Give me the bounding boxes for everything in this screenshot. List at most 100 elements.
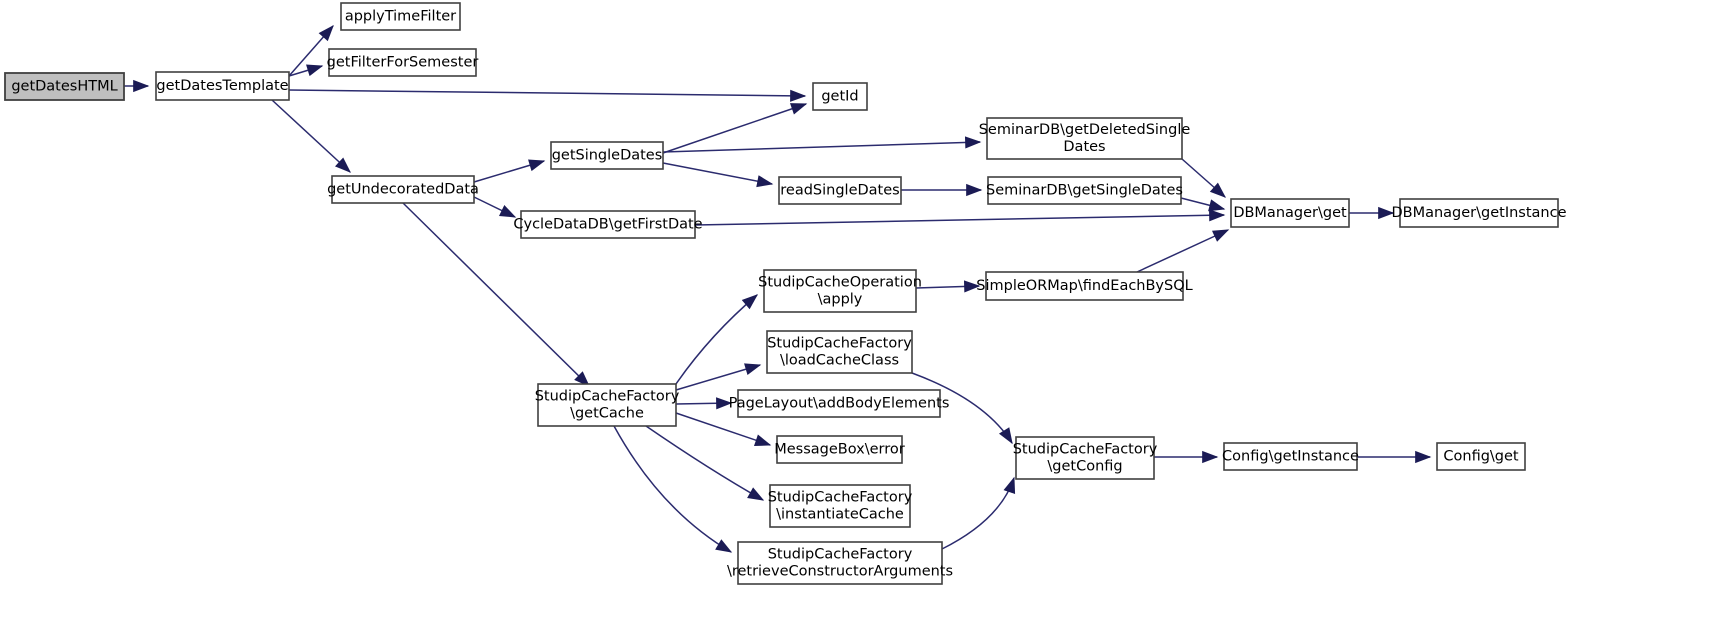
- node-getFilterForSemester[interactable]: getFilterForSemester: [327, 48, 479, 77]
- node-box[interactable]: [763, 269, 917, 313]
- node-label: \getConfig: [1047, 459, 1122, 475]
- node-box[interactable]: [537, 383, 677, 427]
- node-StudipCacheOperation_apply[interactable]: StudipCacheOperation\apply: [758, 269, 922, 313]
- node-label: getDatesTemplate: [156, 78, 288, 94]
- node-getSingleDates[interactable]: getSingleDates: [550, 141, 664, 170]
- node-StudipCacheFactory_loadCacheClass[interactable]: StudipCacheFactory\loadCacheClass: [766, 330, 913, 374]
- call-edge: [941, 476, 1016, 550]
- node-box[interactable]: [986, 117, 1183, 160]
- node-label: StudipCacheFactory: [1013, 442, 1158, 458]
- node-label: \getCache: [570, 406, 644, 422]
- node-label: StudipCacheFactory: [535, 389, 680, 405]
- node-label: getFilterForSemester: [327, 55, 479, 71]
- node-label: applyTimeFilter: [345, 9, 456, 25]
- node-box[interactable]: [1399, 198, 1559, 228]
- node-box[interactable]: [4, 72, 125, 101]
- node-box[interactable]: [776, 435, 903, 464]
- node-label: getId: [821, 89, 858, 105]
- call-edge: [915, 280, 981, 293]
- node-label: \retrieveConstructorArguments: [727, 564, 953, 580]
- call-edge: [1181, 158, 1227, 198]
- call-edge: [473, 159, 546, 183]
- node-box[interactable]: [1015, 436, 1155, 480]
- call-edge: [288, 24, 334, 77]
- node-box[interactable]: [1436, 442, 1526, 471]
- node-box[interactable]: [340, 2, 461, 31]
- node-StudipCacheFactory_getConfig[interactable]: StudipCacheFactory\getConfig: [1013, 436, 1158, 480]
- node-label: StudipCacheFactory: [768, 490, 913, 506]
- node-box[interactable]: [155, 71, 290, 101]
- node-label: StudipCacheOperation: [758, 275, 922, 291]
- call-edge: [675, 412, 772, 446]
- node-box[interactable]: [550, 141, 664, 170]
- node-applyTimeFilter[interactable]: applyTimeFilter: [340, 2, 461, 31]
- node-Config_get[interactable]: Config\get: [1436, 442, 1526, 471]
- node-CycleDataDB_getFirstDate[interactable]: CycleDataDB\getFirstDate: [513, 210, 703, 239]
- node-box[interactable]: [778, 176, 902, 205]
- node-box[interactable]: [766, 330, 913, 374]
- node-label: SimpleORMap\findEachBySQL: [976, 278, 1192, 294]
- node-SeminarDB_getSingleDates[interactable]: SeminarDB\getSingleDates: [986, 176, 1183, 205]
- call-edge: [613, 425, 733, 553]
- node-label: Config\getInstance: [1222, 449, 1359, 465]
- node-label: PageLayout\addBodyElements: [729, 396, 950, 412]
- call-edge: [662, 136, 982, 153]
- call-edge: [288, 64, 324, 77]
- call-edge: [675, 397, 733, 410]
- node-box[interactable]: [1223, 442, 1358, 471]
- node-box[interactable]: [331, 175, 475, 204]
- call-edge: [662, 162, 774, 188]
- node-box[interactable]: [737, 541, 943, 585]
- node-MessageBox_error[interactable]: MessageBox\error: [774, 435, 905, 464]
- node-label: Dates: [1063, 139, 1105, 155]
- node-label: getDatesHTML: [11, 79, 117, 95]
- call-edge: [402, 202, 590, 387]
- node-getDatesTemplate[interactable]: getDatesTemplate: [155, 71, 290, 101]
- call-edge: [1136, 229, 1230, 273]
- node-label: getSingleDates: [552, 148, 663, 164]
- node-getUndecoratedData[interactable]: getUndecoratedData: [327, 175, 479, 204]
- node-box[interactable]: [520, 210, 696, 239]
- call-edge: [694, 209, 1226, 226]
- nodes-layer: getDatesHTML getDatesTemplate applyTimeFil…: [4, 2, 1567, 585]
- node-label: getUndecoratedData: [327, 182, 479, 198]
- node-SimpleORMap_findEachBySQL[interactable]: SimpleORMap\findEachBySQL: [976, 271, 1193, 301]
- node-label: \loadCacheClass: [780, 353, 899, 369]
- node-label: MessageBox\error: [774, 442, 905, 458]
- call-edge: [675, 294, 759, 385]
- node-box[interactable]: [985, 271, 1184, 301]
- node-box[interactable]: [987, 176, 1182, 205]
- node-getDatesHTML[interactable]: getDatesHTML: [4, 72, 125, 101]
- node-readSingleDates[interactable]: readSingleDates: [778, 176, 902, 205]
- call-edge: [662, 103, 808, 154]
- node-DBManager_get[interactable]: DBManager\get: [1230, 198, 1350, 228]
- call-edge: [911, 372, 1013, 445]
- node-label: StudipCacheFactory: [767, 336, 912, 352]
- call-edge: [288, 89, 807, 102]
- node-label: SeminarDB\getDeletedSingle: [979, 122, 1191, 138]
- edges-layer: [124, 24, 1432, 553]
- node-DBManager_getInstance[interactable]: DBManager\getInstance: [1391, 198, 1567, 228]
- node-box[interactable]: [812, 82, 868, 111]
- node-box[interactable]: [1230, 198, 1350, 228]
- node-PageLayout_addBodyElements[interactable]: PageLayout\addBodyElements: [729, 389, 950, 418]
- node-label: CycleDataDB\getFirstDate: [513, 217, 702, 233]
- node-label: DBManager\getInstance: [1391, 205, 1566, 221]
- node-box[interactable]: [328, 48, 477, 77]
- node-label: StudipCacheFactory: [768, 547, 913, 563]
- node-Config_getInstance[interactable]: Config\getInstance: [1222, 442, 1359, 471]
- node-StudipCacheFactory_instantiateCache[interactable]: StudipCacheFactory\instantiateCache: [768, 484, 913, 528]
- node-getId[interactable]: getId: [812, 82, 868, 111]
- node-box[interactable]: [769, 484, 911, 528]
- node-box[interactable]: [737, 389, 941, 418]
- call-edge: [645, 425, 765, 501]
- call-edge: [675, 363, 762, 391]
- node-StudipCacheFactory_getCache[interactable]: StudipCacheFactory\getCache: [535, 383, 680, 427]
- call-edge: [271, 99, 351, 173]
- node-label: SeminarDB\getSingleDates: [986, 183, 1183, 199]
- node-StudipCacheFactory_retrieveConstructorArguments[interactable]: StudipCacheFactory\retrieveConstructorAr…: [727, 541, 953, 585]
- node-label: \instantiateCache: [776, 507, 904, 523]
